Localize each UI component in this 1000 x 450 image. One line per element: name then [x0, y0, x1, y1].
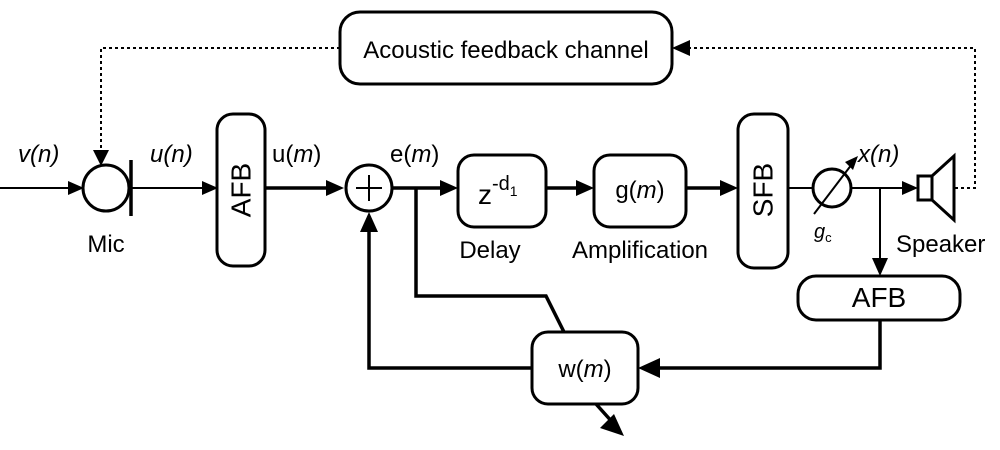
speaker-label: Speaker — [896, 231, 985, 258]
feedback-arrow-left — [93, 150, 109, 166]
filter-block-label: w(m) — [557, 356, 611, 383]
gain-to-sfb-arrow — [720, 180, 738, 196]
mic-to-afb-arrow — [202, 181, 218, 195]
adaptation-arrow — [600, 414, 624, 436]
variable-gain-icon — [811, 167, 853, 209]
error-signal-label: e(m) — [390, 141, 439, 168]
input-arrow — [68, 181, 84, 195]
feedback-path-left — [100, 47, 340, 152]
gc-to-speaker-arrow — [902, 181, 918, 195]
speaker-icon — [930, 152, 956, 224]
afb-analysis-label: AFB — [226, 163, 257, 217]
sfb-block — [736, 112, 790, 270]
speaker-body — [916, 174, 934, 202]
sum-to-delay-arrow — [440, 180, 458, 196]
afb-analysis-block — [215, 112, 267, 268]
variable-gain-arrowhead — [845, 156, 858, 170]
afb-to-filter-wire — [656, 320, 882, 370]
afb-feedback-label: AFB — [852, 282, 906, 313]
delay-symbol: z-d1 — [478, 173, 518, 210]
gain-const-label: gc — [814, 221, 832, 245]
filter-to-sum-wire — [367, 230, 532, 370]
input-signal-label: v(n) — [18, 141, 59, 168]
afb-output-label: u(m) — [272, 141, 321, 168]
branch-to-afb-arrow — [872, 258, 888, 276]
variable-gain-slider — [813, 163, 853, 215]
output-signal-label: x(n) — [857, 141, 899, 168]
sfb-label: SFB — [748, 163, 779, 217]
delay-label: Delay — [459, 237, 520, 264]
gain-block-label: g(m) — [615, 177, 664, 204]
error-tap-wire — [414, 188, 566, 333]
feedback-path-right — [686, 47, 976, 189]
filter-to-sum-arrow — [360, 212, 378, 232]
feedback-arrow-right — [672, 40, 690, 56]
mic-output-label: u(n) — [150, 141, 193, 168]
gain-label: Amplification — [572, 237, 708, 264]
afb-to-filter-arrow — [638, 358, 660, 378]
afb-to-sum-arrow — [326, 180, 344, 196]
delay-to-gain-arrow — [576, 180, 594, 196]
gain-block — [592, 153, 688, 229]
delay-block — [456, 153, 548, 229]
mic-label: Mic — [87, 231, 124, 258]
feedback-channel-label: Acoustic feedback channel — [363, 37, 649, 64]
mic-icon — [81, 163, 131, 213]
